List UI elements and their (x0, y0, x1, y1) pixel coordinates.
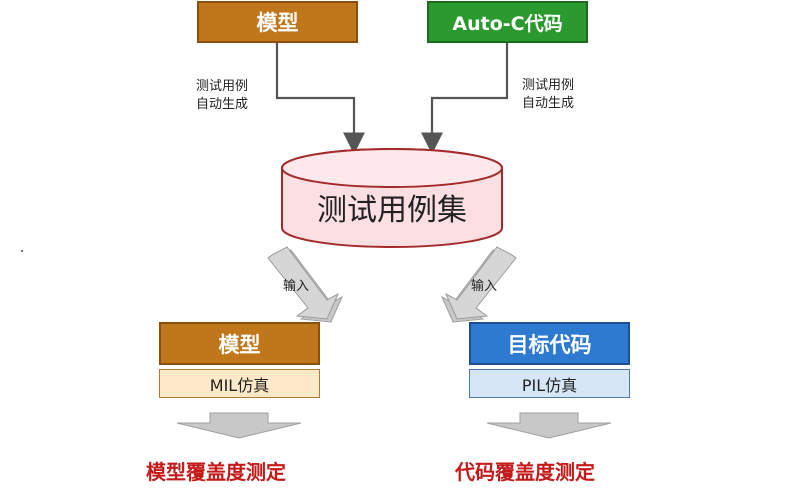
code-coverage-result: 代码覆盖度测定 (455, 460, 595, 484)
mil-simulation-box: MIL仿真 (159, 369, 320, 398)
left-result-arrow (176, 412, 302, 439)
left-model-box: 模型 (159, 322, 320, 365)
target-code-box: 目标代码 (469, 322, 630, 365)
left-input-arrow (267, 246, 344, 323)
pil-simulation-box: PIL仿真 (469, 369, 630, 398)
database-label: 测试用例集 (317, 193, 467, 228)
left-note-line-2: 自动生成 (196, 97, 249, 112)
target-code-label: 目标代码 (507, 332, 592, 357)
autoc-to-db-connector (421, 43, 509, 155)
left-input-arrow-label: 输入 (283, 279, 310, 294)
autoc-input-box: Auto-C代码 (427, 1, 588, 43)
left-note-line-1: 测试用例 (196, 79, 249, 94)
right-input-arrow (440, 246, 517, 323)
model-coverage-result: 模型覆盖度测定 (146, 460, 286, 484)
model-to-db-connector (275, 43, 365, 155)
test-case-database (281, 148, 503, 248)
left-generation-note: 测试用例 自动生成 (196, 78, 248, 114)
right-note-line-2: 自动生成 (522, 96, 575, 111)
right-note-line-1: 测试用例 (522, 78, 575, 93)
pil-simulation-label: PIL仿真 (521, 375, 578, 395)
autoc-input-label: Auto-C代码 (452, 12, 563, 35)
right-generation-note: 测试用例 自动生成 (522, 77, 574, 113)
left-model-label: 模型 (218, 332, 261, 357)
right-input-arrow-label: 输入 (471, 279, 498, 294)
mil-simulation-label: MIL仿真 (209, 375, 270, 395)
model-input-box: 模型 (197, 1, 358, 43)
right-result-arrow (486, 412, 612, 439)
stray-dot (21, 250, 23, 252)
model-input-label: 模型 (256, 11, 299, 35)
